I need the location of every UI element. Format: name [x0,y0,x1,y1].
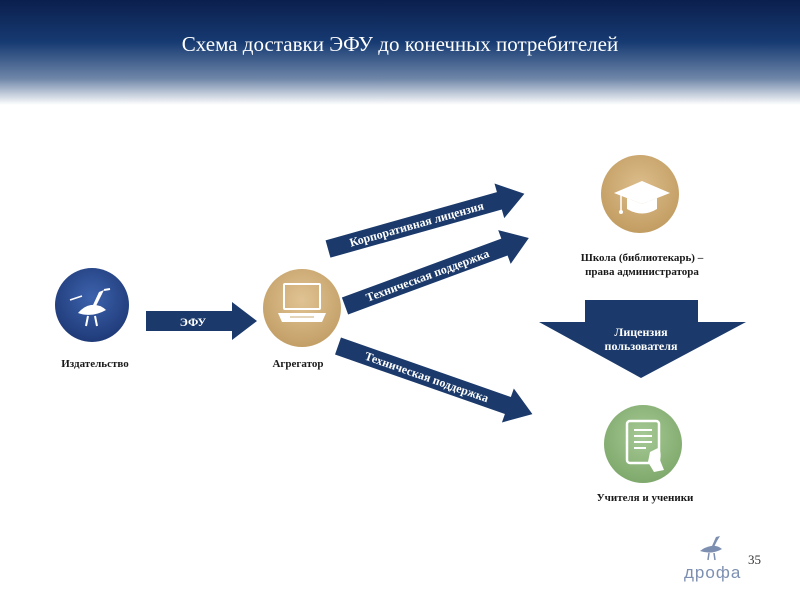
bird-logo-icon [69,288,111,327]
publisher-label: Издательство [61,358,129,370]
page-title: Схема доставки ЭФУ до конечных потребите… [181,32,619,56]
efu-arrow-label: ЭФУ [180,315,207,329]
efu-arrow: ЭФУ [146,302,257,340]
school-label-line1: Школа (библиотекарь) – [581,252,704,264]
teachers-circle [604,405,682,483]
teachers-node: Учителя и ученики [597,405,694,504]
user-license-label-line2: пользователя [605,339,678,353]
school-label-line2: права администратора [585,266,699,278]
tech-support-teachers-arrow: Техническая поддержка [335,337,533,423]
aggregator-label: Агрегатор [272,358,323,370]
aggregator-node: Агрегатор [263,269,341,370]
tech-support-school-label: Техническая поддержка [364,246,491,304]
header-banner [0,0,800,105]
page-number: 35 [748,552,761,567]
teachers-label: Учителя и ученики [597,492,694,504]
publisher-node: Издательство [55,268,129,370]
footer-bird-logo-icon [700,536,722,561]
laptop-icon [278,283,326,322]
user-license-label-line1: Лицензия [614,325,668,339]
school-node: Школа (библиотекарь) – права администрат… [581,155,704,278]
footer-logo-text: дрофа [684,563,742,582]
ebook-tablet-icon [625,419,664,472]
graduation-cap-icon [614,181,670,214]
corporate-license-label: Корпоративная лицензия [348,198,486,249]
tech-support-teachers-label: Техническая поддержка [363,349,491,405]
user-license-arrow: Лицензия пользователя [539,300,746,378]
